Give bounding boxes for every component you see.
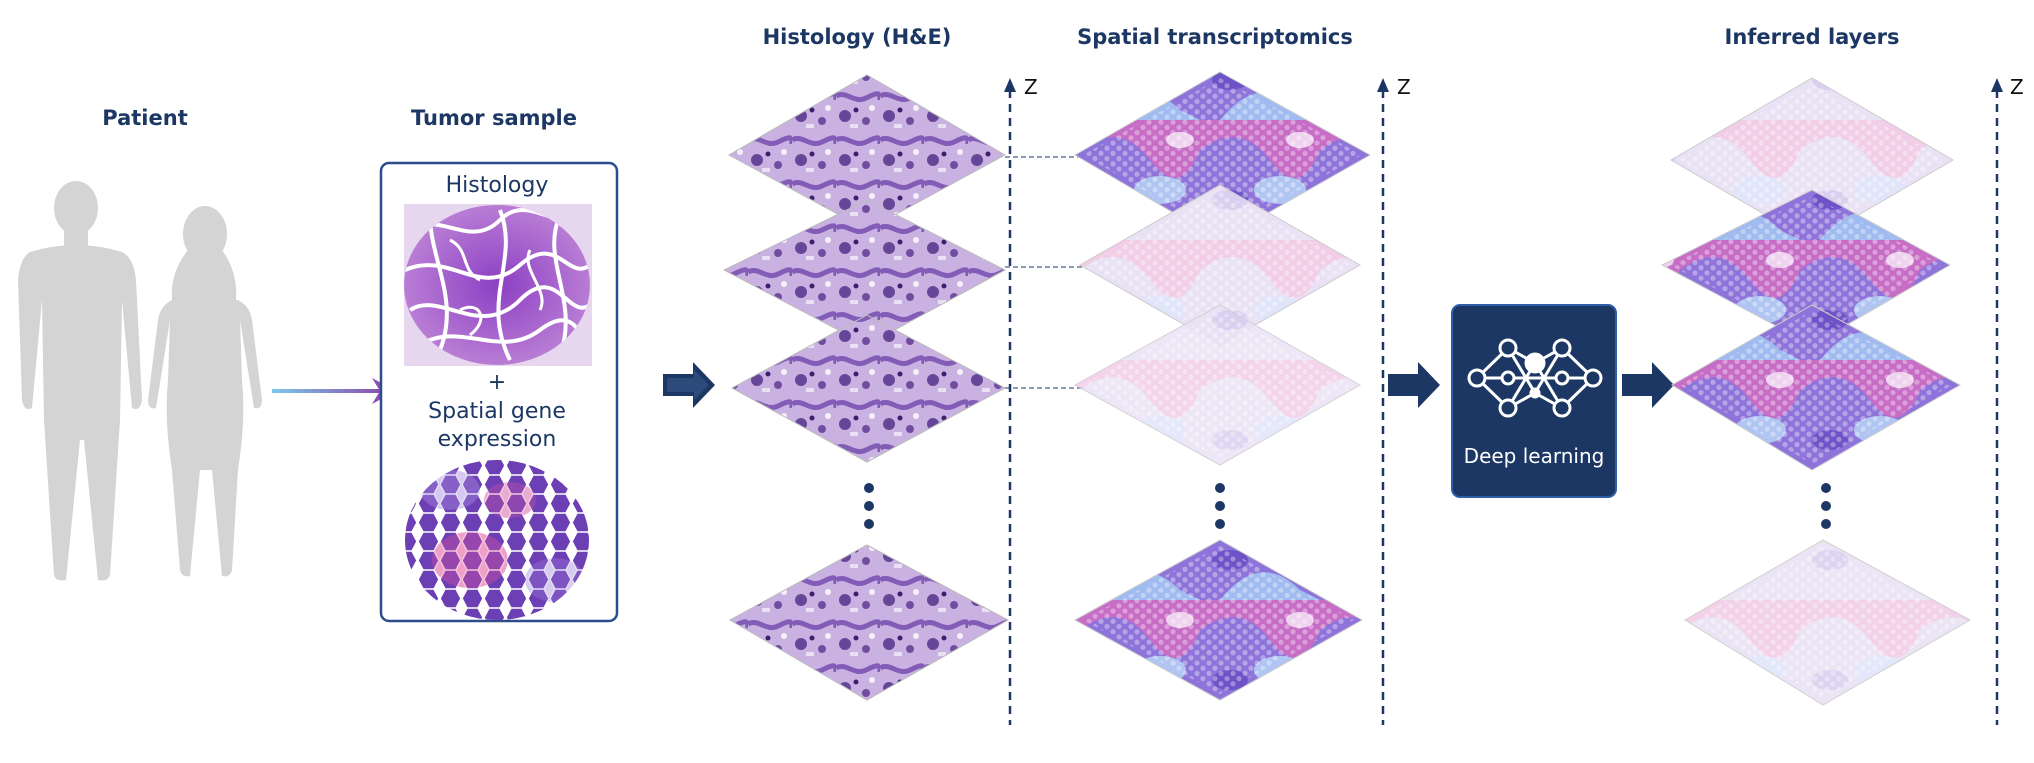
z-axis: Z bbox=[1377, 75, 1411, 725]
he-layer bbox=[728, 544, 1010, 701]
title-spatial-transcriptomics: Spatial transcriptomics bbox=[1077, 25, 1353, 49]
arrow-to-deep-learning bbox=[1388, 362, 1440, 408]
arrow-patient-to-sample bbox=[272, 378, 396, 404]
male-silhouette-icon bbox=[18, 181, 142, 581]
inferred-layer bbox=[1671, 304, 1962, 471]
st-layer bbox=[1073, 304, 1362, 466]
title-tumor-sample: Tumor sample bbox=[411, 106, 577, 130]
z-axis: Z bbox=[1991, 75, 2024, 725]
deep-learning-label: Deep learning bbox=[1464, 444, 1605, 468]
he-stack bbox=[722, 74, 1010, 701]
label-expression: expression bbox=[438, 427, 557, 452]
he-layer bbox=[730, 314, 1007, 463]
spatial-expression-image bbox=[405, 460, 589, 620]
z-axis-label: Z bbox=[2010, 75, 2024, 99]
ellipsis-dots-icon bbox=[1821, 483, 1831, 529]
z-axis: Z bbox=[1004, 75, 1038, 725]
ellipsis-dots-icon bbox=[1215, 483, 1225, 529]
label-spatial-gene: Spatial gene bbox=[428, 399, 566, 424]
title-patient: Patient bbox=[102, 106, 187, 130]
label-plus: + bbox=[488, 370, 506, 395]
title-histology-he: Histology (H&E) bbox=[763, 25, 952, 49]
z-axis-label: Z bbox=[1024, 75, 1038, 99]
st-stack bbox=[1073, 71, 1372, 701]
arrow-from-deep-learning bbox=[1622, 362, 1674, 408]
deep-learning-box: Deep learning bbox=[1451, 304, 1617, 498]
st-layer bbox=[1073, 539, 1364, 701]
arrow-sample-to-stacks bbox=[663, 362, 715, 408]
z-axis-label: Z bbox=[1397, 75, 1411, 99]
layer-connectors bbox=[1005, 156, 1082, 389]
title-inferred-layers: Inferred layers bbox=[1725, 25, 1900, 49]
patient-silhouettes bbox=[18, 181, 262, 581]
ellipsis-dots-icon bbox=[864, 483, 874, 529]
inferred-stack bbox=[1660, 77, 1972, 706]
tumor-sample-box: Histology + Spatial gene expression bbox=[379, 161, 619, 623]
label-histology: Histology bbox=[446, 173, 549, 198]
inferred-layer bbox=[1670, 77, 1954, 243]
neural-network-icon bbox=[1467, 338, 1603, 418]
female-silhouette-icon bbox=[148, 206, 262, 577]
inferred-layer bbox=[1684, 539, 1972, 706]
histology-image bbox=[404, 204, 592, 366]
